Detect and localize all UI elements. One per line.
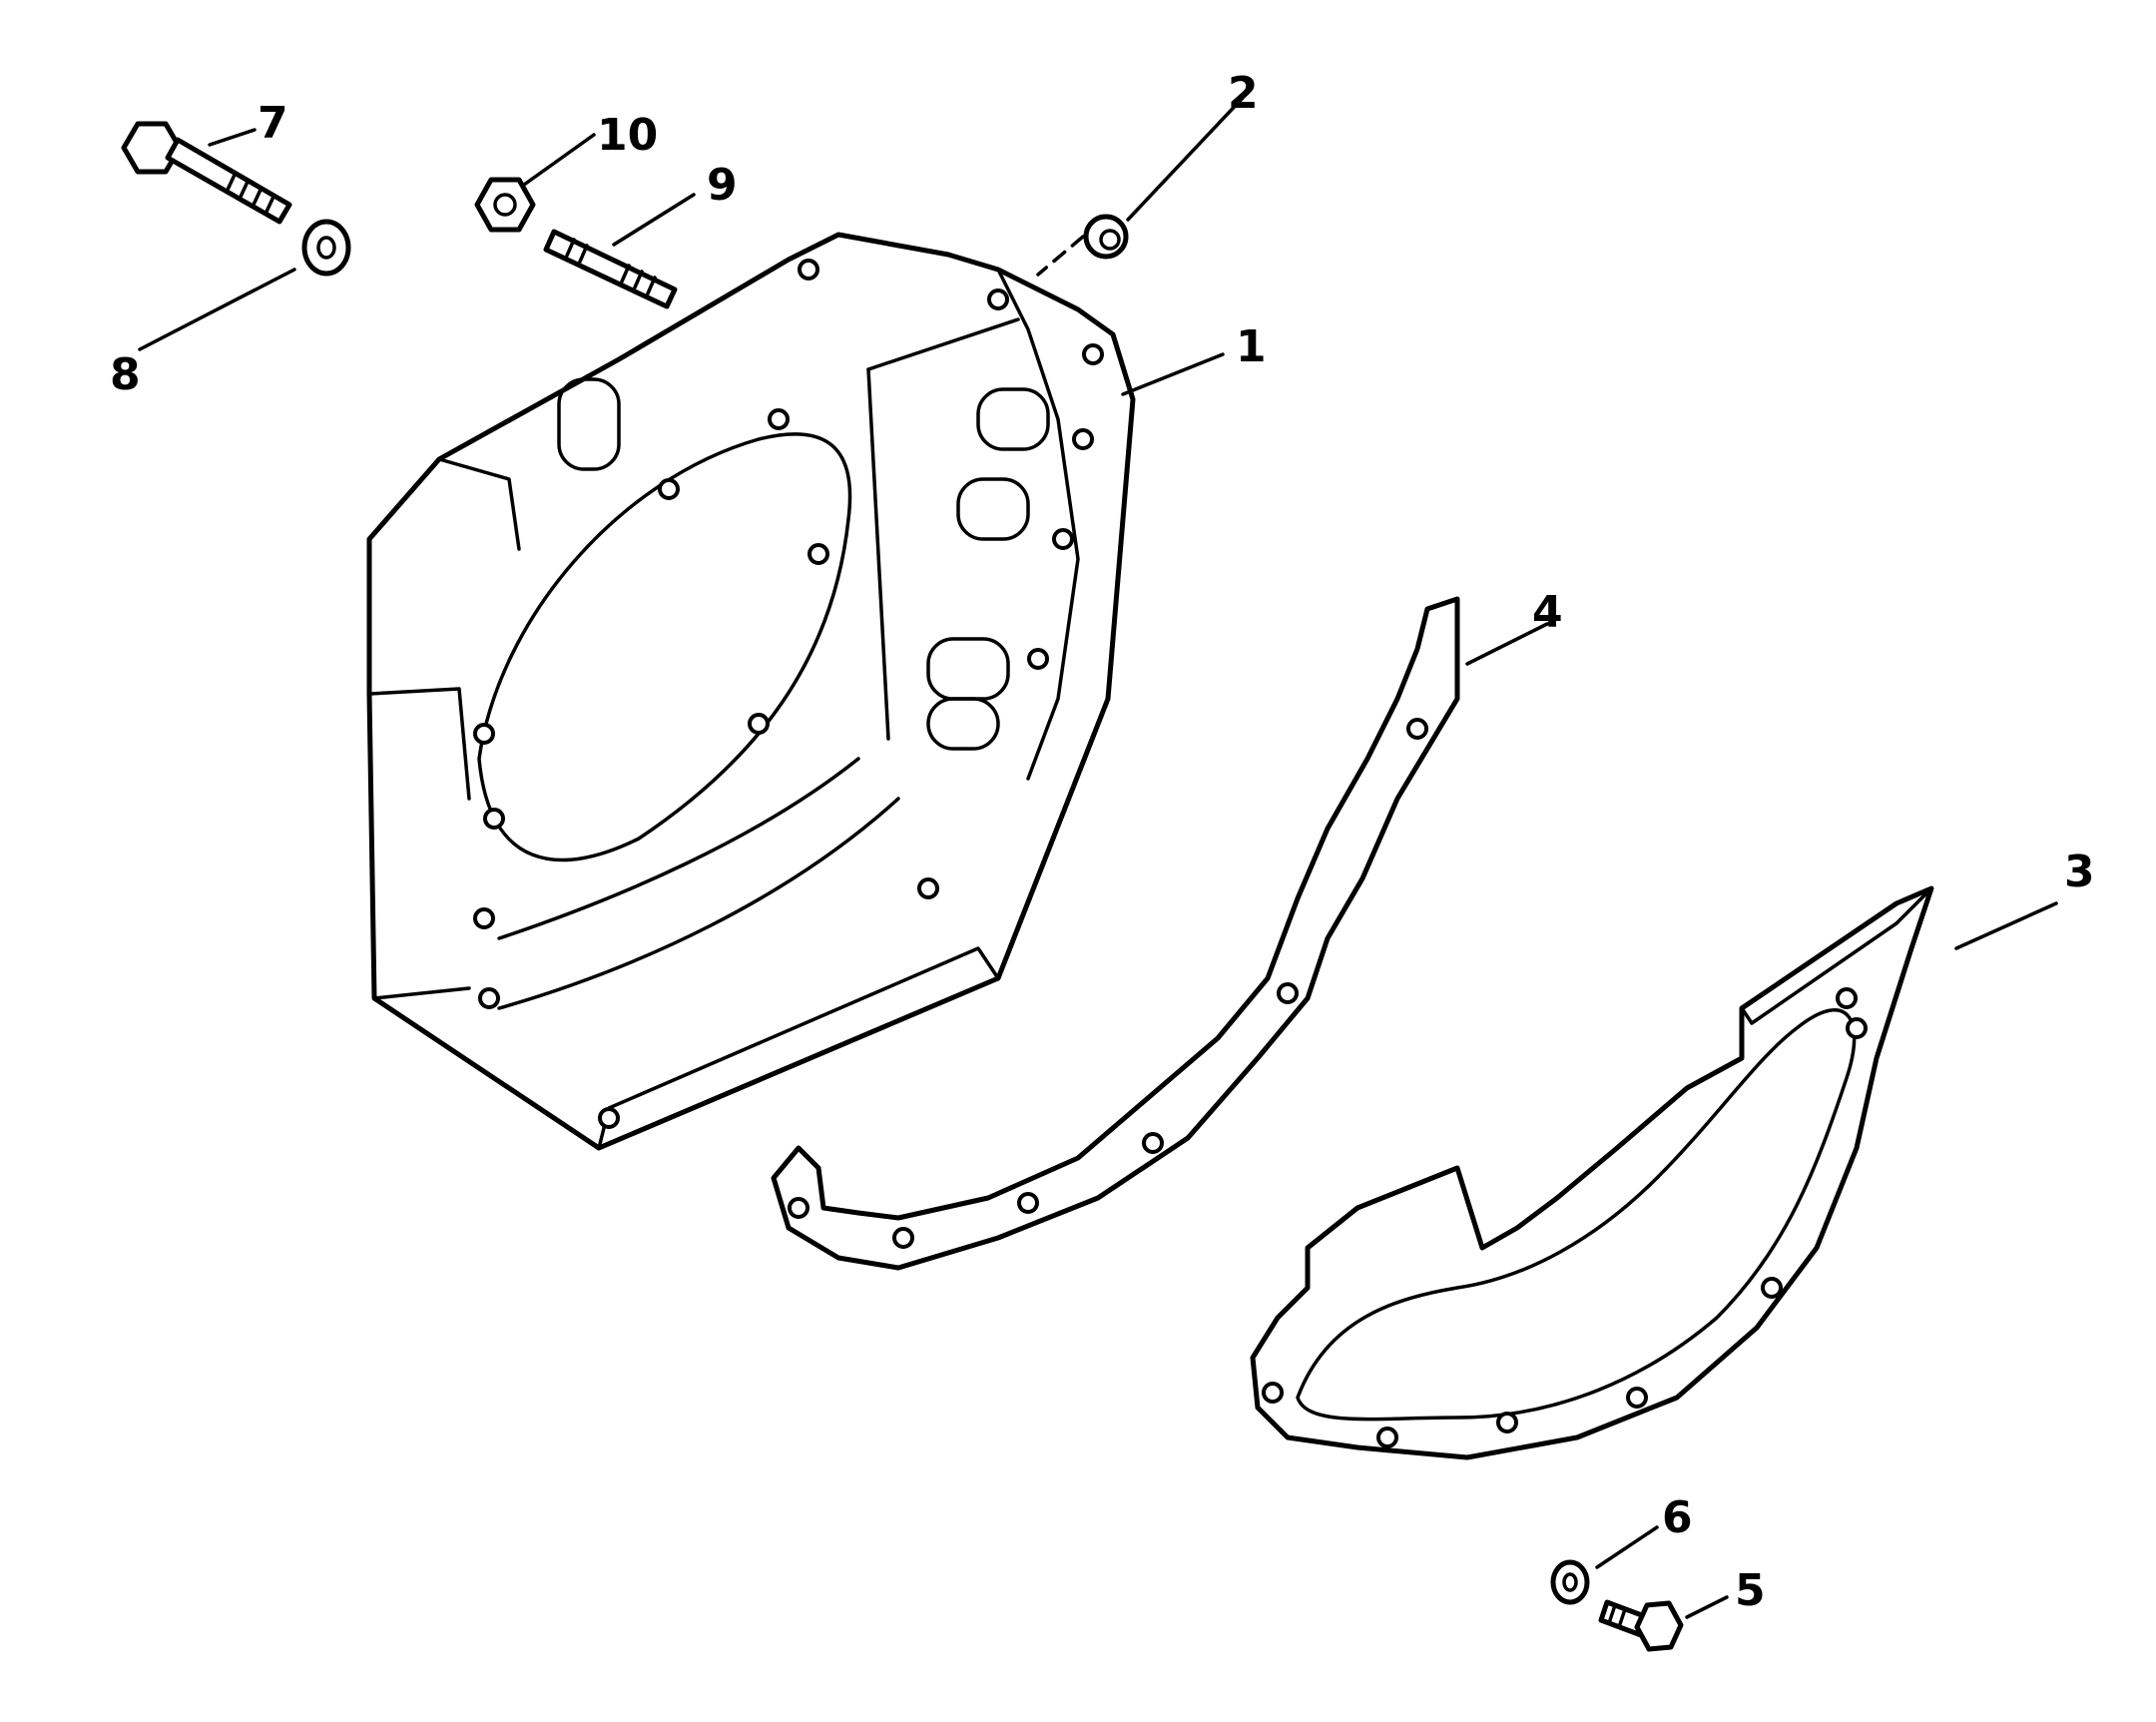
plug bbox=[1083, 214, 1129, 260]
callout-6: 6 bbox=[1662, 1492, 1693, 1543]
callout-4: 4 bbox=[1532, 587, 1563, 638]
nut bbox=[474, 177, 536, 233]
callout-1: 1 bbox=[1236, 321, 1267, 372]
callout-3: 3 bbox=[2064, 847, 2095, 897]
gasket bbox=[771, 596, 1460, 1271]
callout-2: 2 bbox=[1228, 68, 1259, 119]
callout-7: 7 bbox=[258, 98, 288, 149]
flywheel-housing bbox=[366, 232, 1136, 1151]
callout-5: 5 bbox=[1735, 1565, 1766, 1616]
callout-labels: 1 2 3 4 5 6 7 8 9 10 bbox=[110, 68, 2095, 1616]
bolt bbox=[121, 121, 292, 225]
stud bbox=[543, 229, 678, 309]
leader-lines bbox=[138, 96, 2058, 1619]
lockwasher bbox=[1550, 1559, 1590, 1605]
callout-9: 9 bbox=[707, 160, 738, 211]
washer bbox=[301, 219, 351, 277]
callout-8: 8 bbox=[110, 349, 141, 400]
screw bbox=[1598, 1599, 1684, 1652]
cover-plate bbox=[1250, 885, 1934, 1460]
callout-10: 10 bbox=[597, 110, 658, 161]
